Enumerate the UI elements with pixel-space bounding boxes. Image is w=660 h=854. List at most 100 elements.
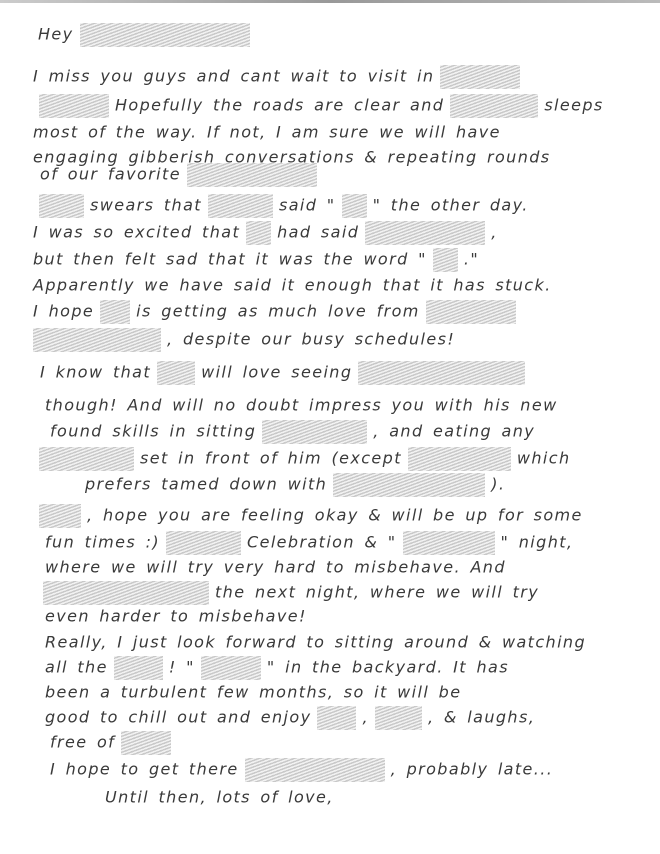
redaction-box xyxy=(186,162,317,187)
letter-text: , xyxy=(362,707,369,727)
letter-text: most of the way. If not, I am sure we wi… xyxy=(33,122,501,142)
letter-text: good to chill out and enjoy xyxy=(45,707,312,727)
redaction-box xyxy=(43,580,209,605)
letter-text: said " xyxy=(278,195,336,215)
redaction-box xyxy=(39,93,109,118)
letter-text: been a turbulent few months, so it will … xyxy=(45,682,462,702)
redaction-box xyxy=(317,705,357,730)
letter-text: engaging gibberish conversations & repea… xyxy=(33,147,551,167)
letter-line: prefers tamed down with). xyxy=(85,472,505,497)
letter-line: set in front of him (except which xyxy=(33,446,571,471)
letter-text: , despite our busy schedules! xyxy=(167,329,456,349)
letter-text: Hopefully the roads are clear and xyxy=(115,95,445,115)
redaction-box xyxy=(374,705,422,730)
letter-text: I hope xyxy=(33,301,95,321)
letter-text: , and eating any xyxy=(373,421,536,441)
letter-text: all the xyxy=(45,657,108,677)
redaction-box xyxy=(244,757,385,782)
letter-text: of our favorite xyxy=(40,164,181,184)
letter-line: fun times :) Celebration & " " night, xyxy=(45,530,573,555)
letter-line: even harder to misbehave! xyxy=(45,604,307,629)
letter-text: which xyxy=(516,448,571,468)
redaction-box xyxy=(333,472,486,497)
redaction-box xyxy=(440,64,521,89)
letter-text: " the other day. xyxy=(372,195,529,215)
letter-line: free of xyxy=(50,730,177,755)
letter-text: , xyxy=(491,222,498,242)
letter-text: fun times :) xyxy=(45,532,161,552)
letter-line: Hey xyxy=(38,22,256,47)
redaction-box xyxy=(166,530,242,555)
letter-text: free of xyxy=(50,732,116,752)
letter-line: Apparently we have said it enough that i… xyxy=(33,273,552,298)
letter-text: prefers tamed down with xyxy=(85,474,328,494)
letter-line: , hope you are feeling okay & will be up… xyxy=(33,503,583,528)
letter-text: sleeps xyxy=(544,95,604,115)
redaction-box xyxy=(39,503,81,528)
letter-line: but then felt sad that it was the word "… xyxy=(33,247,479,272)
letter-line: engaging gibberish conversations & repea… xyxy=(33,145,551,170)
redaction-box xyxy=(402,530,495,555)
redaction-box xyxy=(121,730,172,755)
letter-text: ." xyxy=(463,249,480,269)
letter-text: but then felt sad that it was the word " xyxy=(33,249,427,269)
letter-text: Until then, lots of love, xyxy=(105,787,334,807)
redaction-box xyxy=(450,93,539,118)
letter-text: found skills in sitting xyxy=(50,421,257,441)
letter-line: I know that will love seeing xyxy=(40,360,531,385)
redaction-box xyxy=(246,220,272,245)
letter-line: , despite our busy schedules! xyxy=(27,327,455,352)
letter-line: where we will try very hard to misbehave… xyxy=(45,555,506,580)
letter-line: I hope is getting as much love from xyxy=(33,299,522,324)
letter-text: , & laughs, xyxy=(427,707,536,727)
letter-text: Celebration & " xyxy=(247,532,397,552)
redaction-box xyxy=(365,220,486,245)
redaction-box xyxy=(39,193,84,218)
letter-line: all the! "" in the backyard. It has xyxy=(45,655,509,680)
letter-text: , hope you are feeling okay & will be up… xyxy=(87,505,583,525)
letter-line: the next night, where we will try xyxy=(37,580,539,605)
letter-text: the next night, where we will try xyxy=(215,582,540,602)
letter-text: " night, xyxy=(500,532,574,552)
letter-text: Apparently we have said it enough that i… xyxy=(33,275,552,295)
letter-text: ). xyxy=(491,474,506,494)
letter-line: Hopefully the roads are clear and sleeps xyxy=(33,93,604,118)
letter-text: Hey xyxy=(38,24,74,44)
redaction-box xyxy=(407,446,511,471)
letter-text: will love seeing xyxy=(201,362,353,382)
redaction-box xyxy=(79,22,250,47)
letter-text: though! And will no doubt impress you wi… xyxy=(45,395,558,415)
redaction-box xyxy=(39,446,134,471)
letter-line: of our favorite xyxy=(40,162,323,187)
letter-text: even harder to misbehave! xyxy=(45,606,307,626)
redaction-box xyxy=(200,655,261,680)
scan-edge xyxy=(0,0,660,3)
redaction-box xyxy=(358,360,526,385)
letter-text: set in front of him (except xyxy=(140,448,402,468)
redaction-box xyxy=(262,419,368,444)
letter-text: I miss you guys and cant wait to visit i… xyxy=(33,66,435,86)
redaction-box xyxy=(113,655,163,680)
letter-text: Really, I just look forward to sitting a… xyxy=(45,632,587,652)
redaction-box xyxy=(100,299,131,324)
letter-line: been a turbulent few months, so it will … xyxy=(45,680,461,705)
letter-text: , probably late... xyxy=(390,759,554,779)
redaction-box xyxy=(425,299,516,324)
redaction-box xyxy=(33,327,161,352)
letter-text: where we will try very hard to misbehave… xyxy=(45,557,506,577)
letter-line: though! And will no doubt impress you wi… xyxy=(45,393,558,418)
letter-line: I hope to get there , probably late... xyxy=(50,757,553,782)
letter-line: good to chill out and enjoy, , & laughs, xyxy=(45,705,535,730)
letter-text: ! " xyxy=(168,657,195,677)
letter-text: I know that xyxy=(40,362,152,382)
redaction-box xyxy=(432,247,458,272)
letter-text: I was so excited that xyxy=(33,222,241,242)
letter-line: most of the way. If not, I am sure we wi… xyxy=(33,120,501,145)
letter-text: I hope to get there xyxy=(50,759,239,779)
letter-text: is getting as much love from xyxy=(136,301,420,321)
letter-line: I miss you guys and cant wait to visit i… xyxy=(33,64,526,89)
letter-line: Until then, lots of love, xyxy=(105,785,334,810)
redaction-box xyxy=(157,360,196,385)
